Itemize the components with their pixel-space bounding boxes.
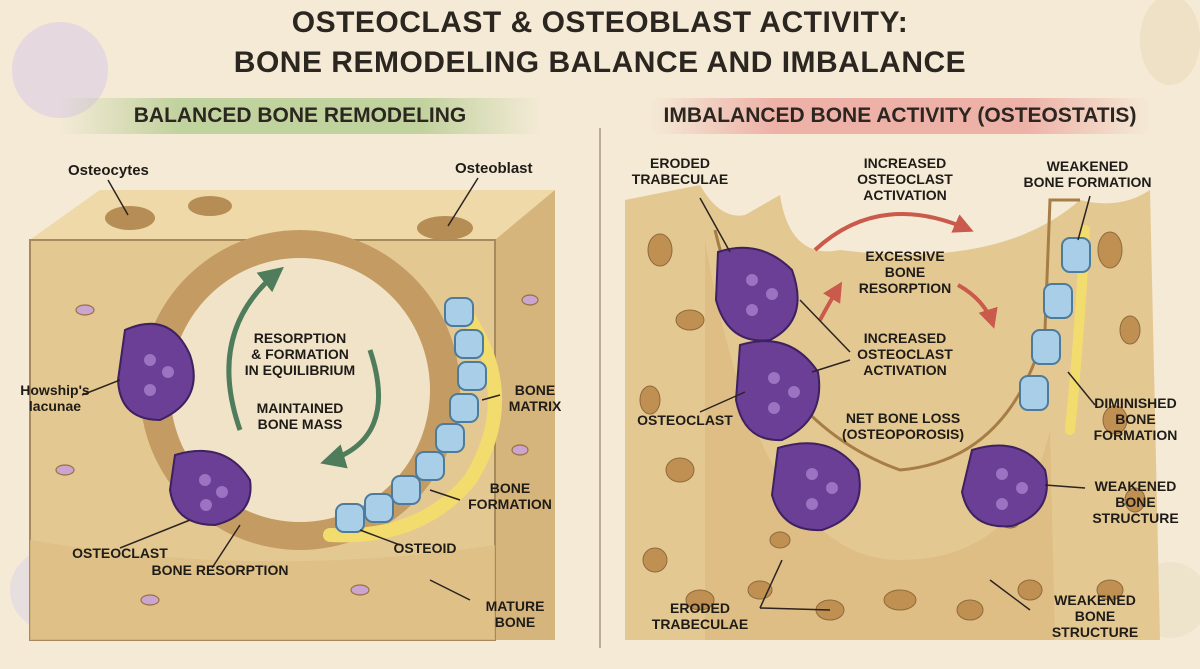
label-bone-formation: BONE FORMATION <box>468 480 552 512</box>
label-howships-lacunae: Howship's lacunae <box>20 382 90 414</box>
label-mature-bone: MATURE BONE <box>485 598 545 630</box>
title-line-2: BONE REMODELING BALANCE AND IMBALANCE <box>233 46 967 79</box>
label-osteoclast-right: OSTEOCLAST <box>637 412 733 428</box>
imbalanced-panel-heading: IMBALANCED BONE ACTIVITY (OSTEOSTATIS) <box>650 98 1150 134</box>
label-maintained-mass: MAINTAINED BONE MASS <box>256 400 344 432</box>
label-osteoclast-left: OSTEOCLAST <box>72 545 168 561</box>
label-equilibrium: RESORPTION & FORMATION IN EQUILIBRIUM <box>244 330 356 378</box>
label-weakened-structure-mid: WEAKENED BONE STRUCTURE <box>1092 478 1179 526</box>
label-osteocytes: Osteocytes <box>68 162 149 179</box>
label-osteoblast: Osteoblast <box>455 160 533 177</box>
label-weakened-structure-bottom: WEAKENED BONE STRUCTURE <box>1051 592 1139 640</box>
balanced-panel-heading: BALANCED BONE REMODELING <box>60 98 540 134</box>
label-osteoid: OSTEOID <box>393 540 457 556</box>
label-osteoclast-activation-mid: INCREASED OSTEOCLAST ACTIVATION <box>857 330 953 378</box>
label-weakened-bone-formation: WEAKENED BONE FORMATION <box>1023 158 1152 190</box>
label-bone-resorption: BONE RESORPTION <box>151 562 289 578</box>
label-bone-matrix: BONE MATRIX <box>508 382 562 414</box>
label-osteoclast-activation-top: INCREASED OSTEOCLAST ACTIVATION <box>857 155 953 203</box>
balanced-bone-block <box>29 177 555 641</box>
imbalanced-bone-block <box>625 185 1160 640</box>
label-eroded-trabeculae-top: ERODED TRABECULAE <box>631 155 729 187</box>
label-diminished-formation: DIMINISHED BONE FORMATION <box>1093 395 1178 443</box>
label-excessive-resorption: EXCESSIVE BONE RESORPTION <box>858 248 952 296</box>
title-line-1: OSTEOCLAST & OSTEOBLAST ACTIVITY: <box>291 6 909 39</box>
panel-divider <box>599 128 601 648</box>
label-eroded-trabeculae-bottom: ERODED TRABECULAE <box>651 600 749 632</box>
label-net-bone-loss: NET BONE LOSS (OSTEOPOROSIS) <box>841 410 965 442</box>
